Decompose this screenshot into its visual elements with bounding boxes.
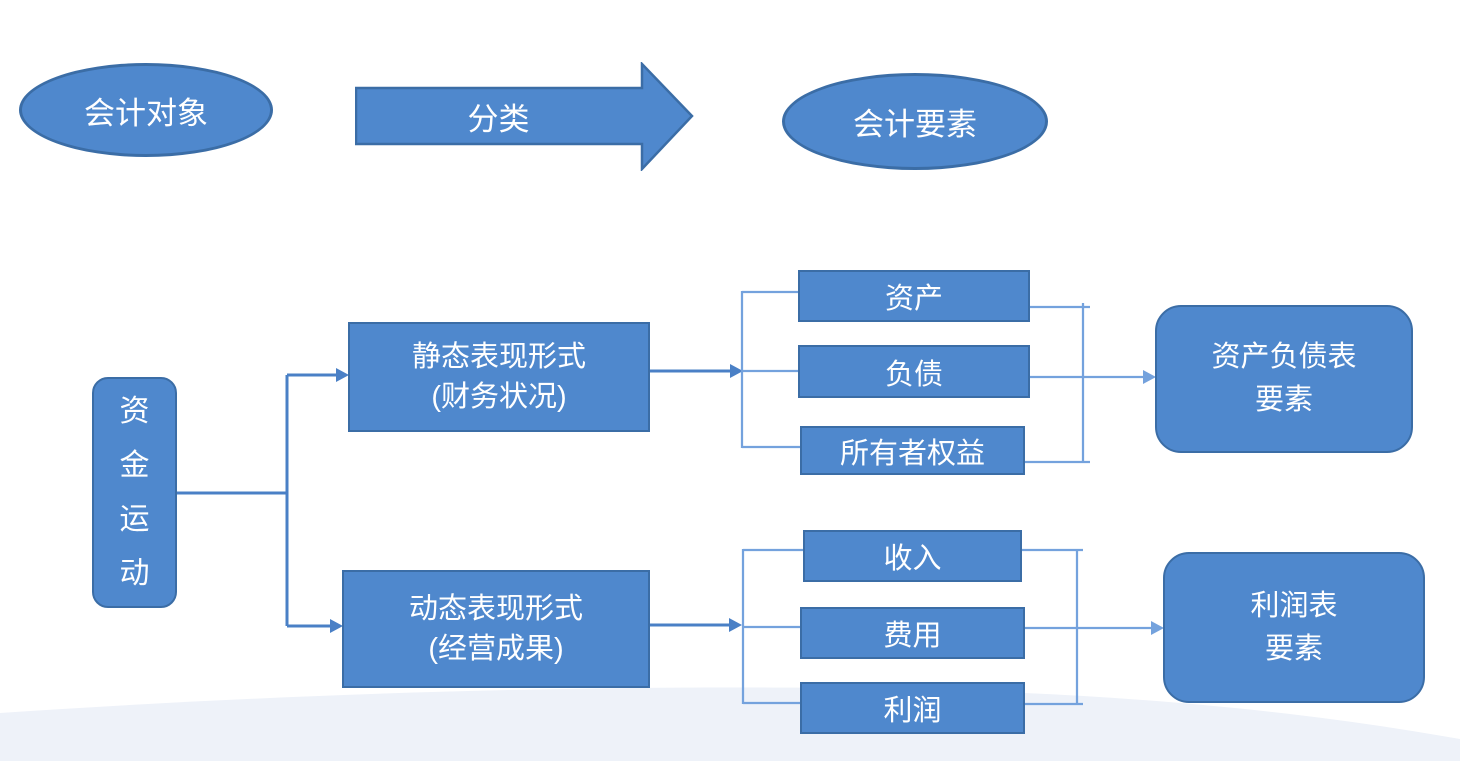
ellipse-accounting-elements: 会计要素: [782, 73, 1048, 170]
classification-block-arrow: [355, 62, 694, 171]
node-liabilities: 负债: [798, 345, 1030, 398]
accounting-object-label: 会计对象: [84, 95, 208, 131]
static-title-line2: (财务状况): [431, 381, 567, 413]
node-owners-equity: 所有者权益: [800, 426, 1025, 475]
branch-dynamic-box: 动态表现形式 (经营成果): [342, 570, 650, 688]
dynamic-title-line2: (经营成果): [428, 633, 564, 665]
branch-static-box: 静态表现形式 (财务状况): [348, 322, 650, 432]
capital-movement-label: 资金运动: [119, 394, 150, 590]
revenue-label: 收入: [883, 543, 942, 575]
bottom-left-bracket: [741, 548, 803, 705]
arrowhead-income-statement: [1151, 621, 1164, 635]
trunk-connector: [177, 373, 336, 628]
bottom-right-bracket: [1022, 548, 1151, 706]
node-profit: 利润: [800, 682, 1025, 734]
top-left-bracket: [740, 290, 800, 449]
result-income-statement-box: 利润表 要素: [1163, 552, 1425, 703]
arrowhead-static-bracket: [730, 364, 743, 378]
arrowhead-dynamic-bracket: [729, 618, 742, 632]
top-right-bracket: [1025, 303, 1143, 464]
ellipse-accounting-object: 会计对象: [19, 63, 273, 157]
income-statement-line1: 利润表: [1250, 589, 1338, 622]
liabilities-label: 负债: [884, 358, 943, 391]
balance-sheet-line2: 要素: [1254, 384, 1313, 416]
result-balance-sheet-box: 资产负债表 要素: [1155, 305, 1413, 453]
node-revenue: 收入: [803, 530, 1022, 582]
assets-label: 资产: [884, 283, 943, 315]
node-expenses: 费用: [800, 607, 1025, 659]
accounting-elements-label: 会计要素: [853, 107, 977, 142]
expenses-label: 费用: [883, 620, 942, 652]
node-assets: 资产: [798, 270, 1030, 322]
footer-band: [0, 687, 1460, 761]
dynamic-title-line1: 动态表现形式: [408, 593, 583, 625]
profit-label: 利润: [883, 695, 942, 727]
root-box-capital-movement: 资金运动: [92, 377, 177, 608]
owners-equity-label: 所有者权益: [839, 437, 985, 470]
arrowhead-balance-sheet: [1143, 370, 1156, 384]
arrowhead-static-branch: [336, 368, 349, 382]
classification-arrow-label: 分类: [467, 101, 530, 137]
income-statement-line2: 要素: [1264, 632, 1323, 665]
static-title-line1: 静态表现形式: [411, 341, 586, 373]
balance-sheet-line1: 资产负债表: [1211, 341, 1357, 373]
block-arrow-shape: [355, 62, 694, 171]
arrowhead-dynamic-branch: [330, 619, 343, 633]
